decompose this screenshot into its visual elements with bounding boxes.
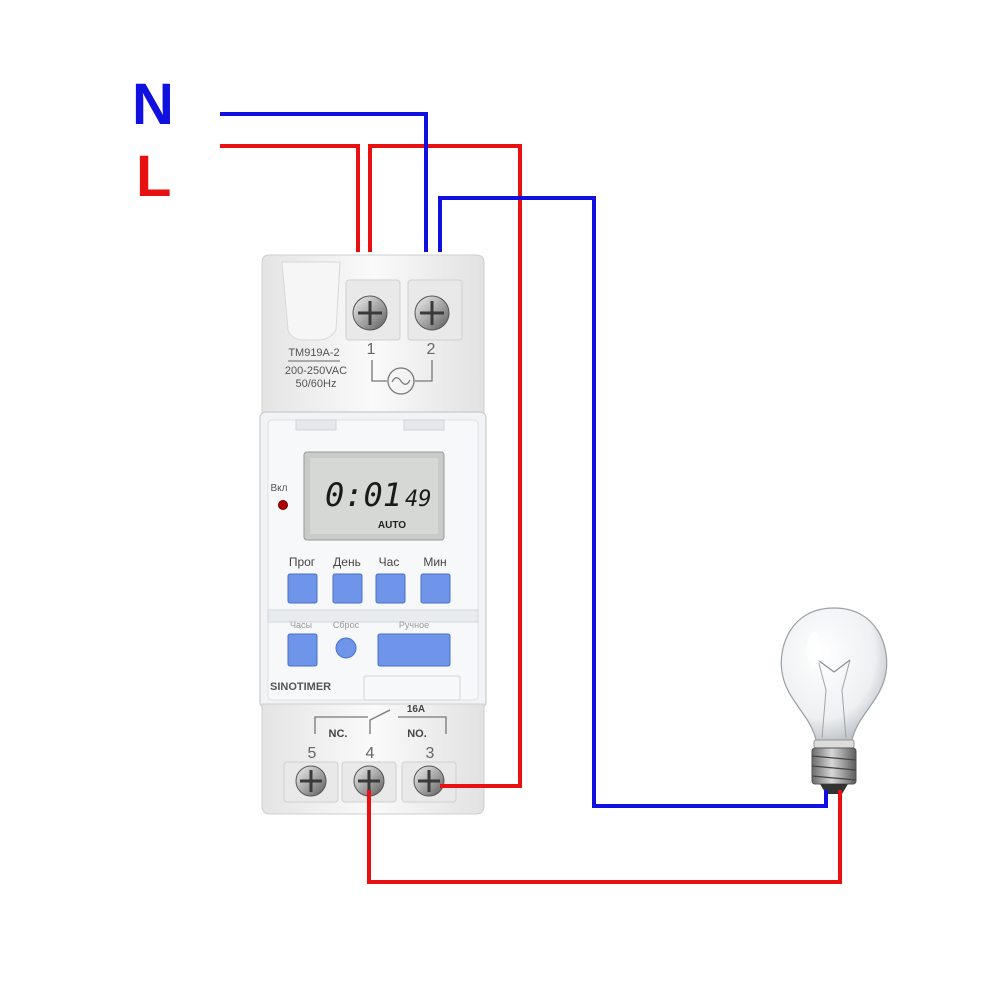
terminal-number-3: 3 (426, 745, 435, 762)
button-label-min: Мин (423, 555, 446, 569)
rating-label: 16A (407, 704, 425, 715)
terminal-number-1: 1 (367, 341, 376, 358)
terminal-screw-2 (414, 295, 450, 331)
indicator-label: Вкл (271, 483, 288, 494)
button-label-day: День (333, 555, 361, 569)
contact-nc-label: NC. (329, 728, 348, 740)
voltage-label: 200-250VAC (285, 365, 347, 377)
reset-button[interactable] (335, 637, 357, 659)
day-button[interactable] (332, 573, 363, 604)
terminal-screw-3 (413, 765, 445, 797)
hour-button[interactable] (375, 573, 406, 604)
button-label-hour: Час (379, 555, 400, 569)
button-label-clock: Часы (290, 620, 312, 630)
min-button[interactable] (420, 573, 451, 604)
button-label-manual: Ручное (399, 620, 429, 630)
neutral-wire-supply (220, 112, 428, 252)
contact-no-label: NO. (407, 728, 427, 740)
model-label: TM919A-2 (288, 347, 339, 359)
neutral-wire-to-bulb (438, 196, 828, 808)
button-label-reset: Сброс (333, 620, 360, 630)
manual-button[interactable] (377, 633, 451, 667)
frequency-label: 50/60Hz (296, 378, 337, 390)
live-wire-to-bulb (367, 790, 842, 884)
ac-supply-symbol (387, 367, 415, 395)
light-bulb (780, 607, 888, 794)
neutral-label: N (132, 72, 174, 137)
brand-label: SINOTIMER (270, 681, 331, 693)
live-label: L (136, 144, 171, 209)
terminal-number-2: 2 (427, 341, 436, 358)
live-wire-supply (220, 144, 360, 252)
terminal-screw-1 (352, 295, 388, 331)
prog-button[interactable] (287, 573, 318, 604)
indicator-led (278, 500, 288, 510)
terminal-screw-5 (295, 765, 327, 797)
lcd-mode: AUTO (378, 520, 406, 531)
clock-button[interactable] (287, 633, 318, 667)
terminal-number-4: 4 (366, 745, 375, 762)
timer-device: TM919A-2 200-250VAC 50/60Hz 1 2 0:01 49 … (259, 254, 487, 815)
lcd-time: 0:01 (325, 476, 402, 514)
terminal-number-5: 5 (308, 745, 317, 762)
lcd-seconds: 49 (405, 487, 432, 512)
live-wire-to-relay (368, 144, 522, 788)
terminal-screw-4 (353, 765, 385, 797)
wiring (220, 112, 842, 884)
button-label-prog: Прог (289, 555, 316, 569)
